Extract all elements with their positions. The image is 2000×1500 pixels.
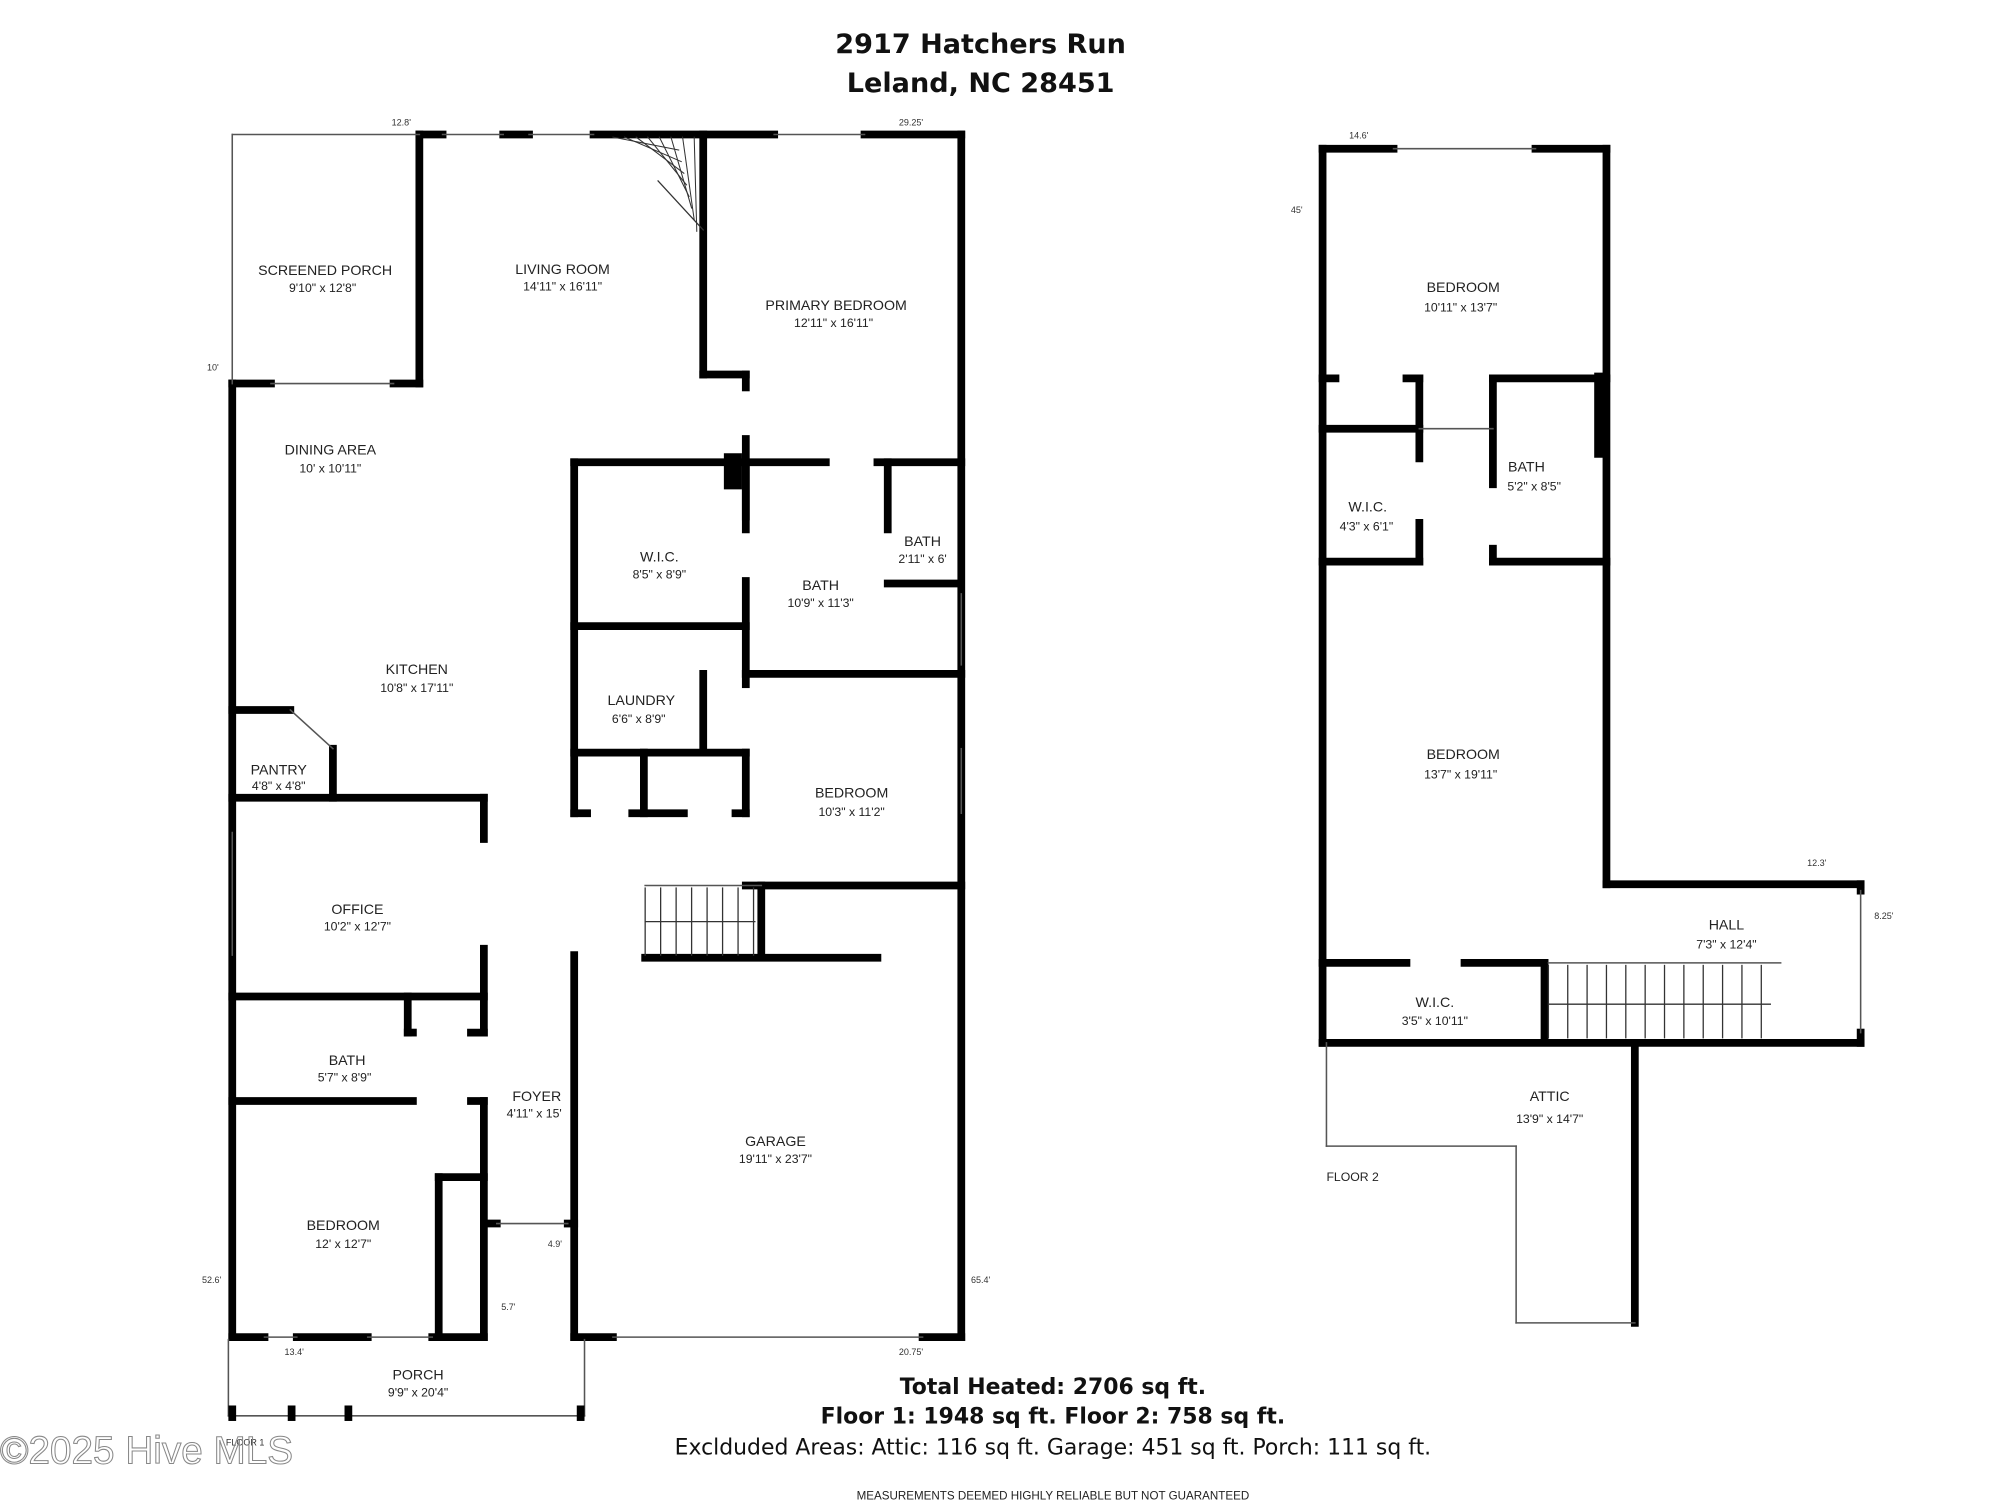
room-name: SCREENED PORCH xyxy=(258,263,392,279)
room-dims: 19'11" x 23'7" xyxy=(739,1152,812,1166)
measurement: 8.25' xyxy=(1874,911,1894,921)
room-dims: 12'11" x 16'11" xyxy=(794,316,873,330)
fireplace-hatch xyxy=(647,136,688,186)
measurement: 13.4' xyxy=(285,1347,305,1357)
room-dims: 8'5" x 8'9" xyxy=(633,567,687,581)
room-name: BATH xyxy=(329,1053,366,1069)
fireplace-hatch xyxy=(670,136,693,209)
room-dims: 3'5" x 10'11" xyxy=(1402,1014,1468,1028)
room-name: LAUNDRY xyxy=(608,693,676,709)
address-line1: 2917 Hatchers Run xyxy=(835,29,1126,60)
room-dims: 10'3" x 11'2" xyxy=(818,805,884,819)
room-dims: 13'9" x 14'7" xyxy=(1516,1112,1583,1126)
room-name: PANTRY xyxy=(251,763,308,779)
room-name: KITCHEN xyxy=(386,662,448,678)
measurement: 65.4' xyxy=(971,1275,991,1285)
room-name: BATH xyxy=(904,534,941,550)
room-dims: 2'11" x 6' xyxy=(898,552,946,566)
fireplace-hatch xyxy=(657,180,705,231)
floor2-label: FLOOR 2 xyxy=(1326,1170,1379,1184)
room-name: W.I.C. xyxy=(1416,995,1455,1011)
fireplace-hatch xyxy=(658,136,690,198)
floor2-measurements: 14.6' 45' 12.3' 8.25' FLOOR 2 xyxy=(1291,130,1894,1184)
measurement: 4.9' xyxy=(548,1239,563,1249)
room-dims: 10'8" x 17'11" xyxy=(380,681,453,695)
room-name: BEDROOM xyxy=(815,786,888,802)
measurement: 45' xyxy=(1291,205,1303,215)
floor2-rooms: BEDROOM 10'11" x 13'7" W.I.C. 4'3" x 6'1… xyxy=(1340,280,1757,1126)
room-name: BATH xyxy=(802,578,839,594)
room-dims: 13'7" x 19'11" xyxy=(1424,767,1497,781)
room-name: BEDROOM xyxy=(1427,747,1500,763)
measurement: 10' xyxy=(207,363,219,373)
room-name: BEDROOM xyxy=(1427,280,1500,296)
disclaimer: MEASUREMENTS DEEMED HIGHLY RELIABLE BUT … xyxy=(857,1490,1250,1500)
room-name: PORCH xyxy=(392,1368,443,1384)
watermark: ©2025 Hive MLS xyxy=(0,1430,293,1473)
measurement: 5.7' xyxy=(501,1302,516,1312)
fireplace-hatch xyxy=(681,136,695,221)
room-name: PRIMARY BEDROOM xyxy=(765,298,906,314)
excluded-areas: Exclduded Areas: Attic: 116 sq ft. Garag… xyxy=(675,1436,1431,1461)
room-name: W.I.C. xyxy=(1348,499,1387,515)
room-dims: 4'3" x 6'1" xyxy=(1340,520,1394,534)
room-name: HALL xyxy=(1709,917,1745,933)
floor1-rooms: SCREENED PORCH 9'10" x 12'8" LIVING ROOM… xyxy=(251,262,947,1400)
windows-and-doors xyxy=(227,133,1862,1421)
room-name: OFFICE xyxy=(331,902,383,918)
measurement: 52.6' xyxy=(202,1275,222,1285)
room-dims: 5'2" x 8'5" xyxy=(1507,480,1561,494)
measurement: 29.25' xyxy=(899,117,924,127)
floor1-measurements: 12.8' 29.25' 10' 52.6' 65.4' 4.9' 5.7' 1… xyxy=(202,117,991,1447)
walls xyxy=(228,130,1865,1341)
room-dims: 5'7" x 8'9" xyxy=(318,1071,372,1085)
fireplace-hatch xyxy=(693,136,698,232)
measurement: 12.3' xyxy=(1807,858,1827,868)
room-name: W.I.C. xyxy=(640,550,679,566)
window-or-opening xyxy=(289,708,334,750)
room-name: BATH xyxy=(1508,459,1545,475)
room-dims: 10'11" x 13'7" xyxy=(1424,300,1497,314)
total-heated: Total Heated: 2706 sq ft. xyxy=(900,1375,1206,1400)
room-name: ATTIC xyxy=(1530,1089,1570,1105)
fireplace-hatch xyxy=(635,136,685,174)
room-name: BEDROOM xyxy=(307,1218,380,1234)
room-dims: 4'11" x 15' xyxy=(507,1107,562,1121)
floor-areas: Floor 1: 1948 sq ft. Floor 2: 758 sq ft. xyxy=(821,1405,1286,1430)
room-dims: 9'10" x 12'8" xyxy=(289,281,356,295)
room-dims: 10'2" x 12'7" xyxy=(324,920,391,934)
fireplace-hatch xyxy=(612,136,680,151)
measurement: 14.6' xyxy=(1349,130,1369,140)
room-dims: 10'9" x 11'3" xyxy=(788,596,854,610)
room-dims: 12' x 12'7" xyxy=(315,1237,371,1251)
floor1-label: FLOOR 1 xyxy=(226,1437,265,1447)
room-dims: 14'11" x 16'11" xyxy=(523,280,602,294)
room-dims: 7'3" x 12'4" xyxy=(1696,938,1756,952)
room-name: GARAGE xyxy=(745,1134,806,1150)
room-dims: 10' x 10'11" xyxy=(299,462,361,476)
room-dims: 6'6" x 8'9" xyxy=(612,712,666,726)
room-name: LIVING ROOM xyxy=(515,262,610,278)
measurement: 20.75' xyxy=(899,1347,924,1357)
room-dims: 9'9" x 20'4" xyxy=(388,1385,448,1399)
measurement: 12.8' xyxy=(392,117,412,127)
address-line2: Leland, NC 28451 xyxy=(847,68,1115,99)
room-dims: 4'8" x 4'8" xyxy=(252,779,306,793)
room-name: FOYER xyxy=(512,1089,561,1105)
room-name: DINING AREA xyxy=(285,443,377,459)
